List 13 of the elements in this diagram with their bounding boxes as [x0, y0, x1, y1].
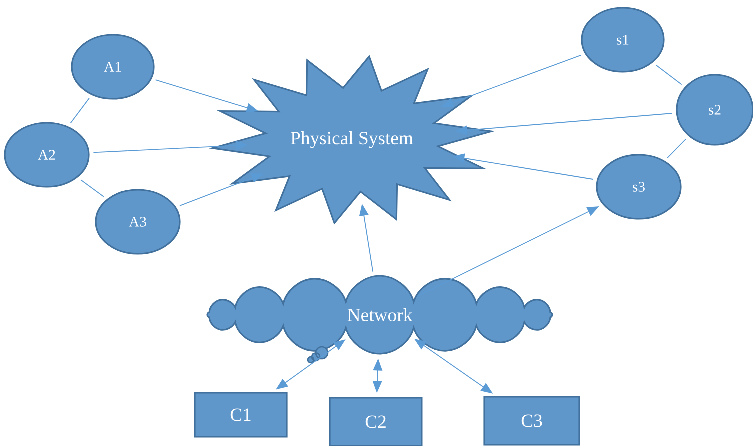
ellipse-node: s3	[596, 154, 682, 220]
connector-line	[656, 64, 682, 86]
ellipse-node: A1	[71, 34, 155, 100]
box-node: C3	[484, 396, 580, 446]
ellipse-node: s2	[676, 74, 753, 146]
box-node: C1	[194, 392, 288, 438]
connector-line	[70, 98, 90, 124]
ellipse-node: A3	[95, 189, 181, 255]
connector-line	[80, 180, 104, 198]
box-node: C2	[329, 397, 423, 446]
ellipse-node: s1	[581, 7, 665, 73]
connector-line	[667, 138, 687, 158]
ellipse-node: A2	[4, 122, 90, 188]
